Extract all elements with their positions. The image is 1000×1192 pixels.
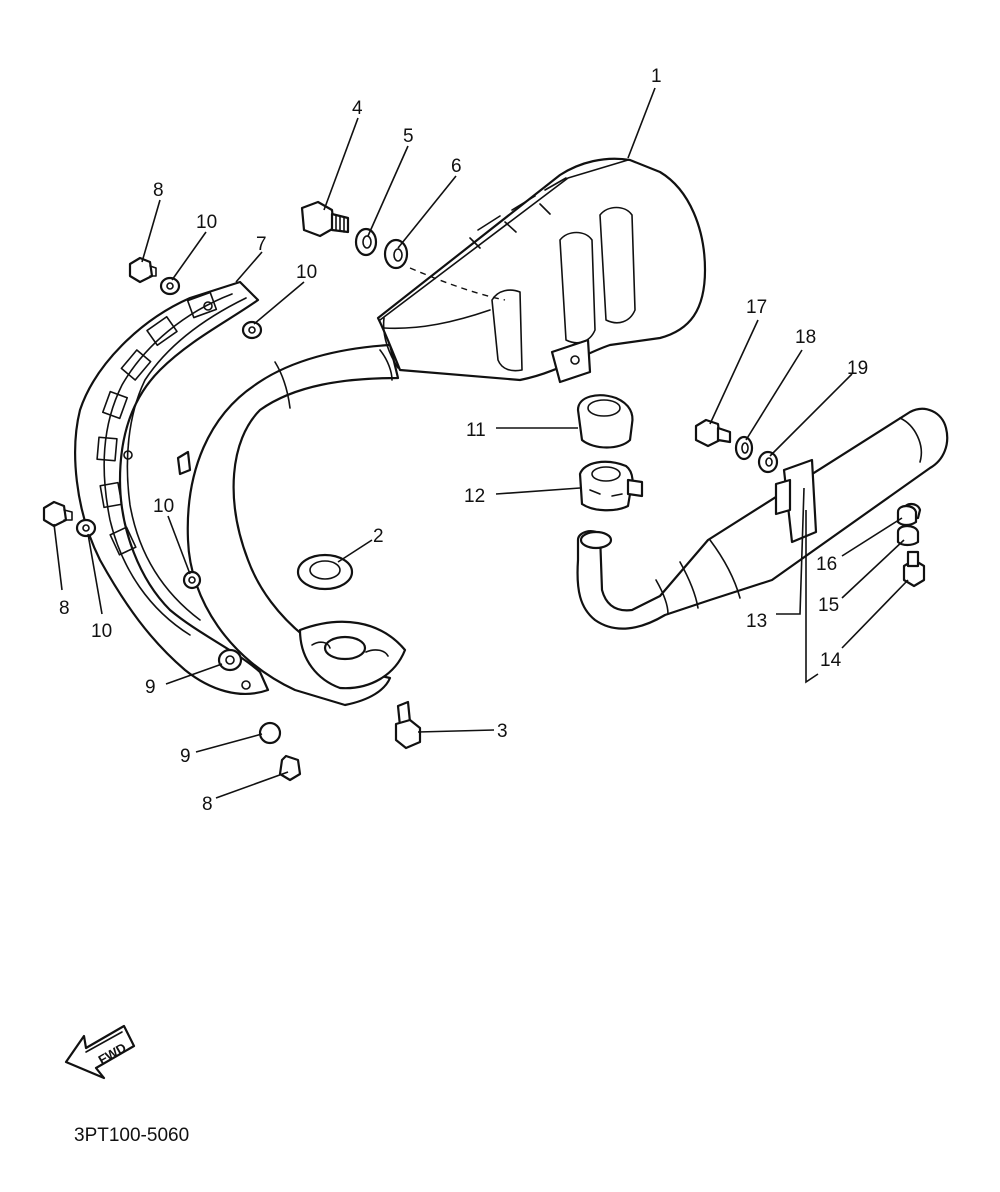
plain-washer <box>383 238 409 270</box>
callout-13: 13 <box>746 611 767 632</box>
callout-6: 6 <box>451 156 462 177</box>
callout-2: 2 <box>373 526 384 547</box>
callout-8-top: 8 <box>153 180 164 201</box>
callout-19: 19 <box>847 358 868 379</box>
screw-8-top <box>128 256 157 284</box>
callout-10-right: 10 <box>296 262 317 283</box>
callout-10-middle: 10 <box>153 496 174 517</box>
leader-lines <box>53 87 909 799</box>
rear-bolt <box>694 418 732 448</box>
damper-16 <box>896 504 918 527</box>
callout-numbers: 1 2 3 4 5 6 7 8 8 8 9 9 10 10 10 10 11 1… <box>59 66 868 815</box>
callout-8-left: 8 <box>59 598 70 619</box>
callout-7: 7 <box>256 234 267 255</box>
washer-10-top <box>159 276 181 296</box>
callout-9-lower: 9 <box>180 746 191 767</box>
heat-protector <box>74 280 270 695</box>
exhaust-pipe <box>176 343 407 707</box>
diagram-code: 3PT100-5060 <box>74 1125 189 1146</box>
callout-12: 12 <box>464 486 485 507</box>
callout-15: 15 <box>818 595 839 616</box>
bolt-14 <box>902 550 926 588</box>
muffler <box>376 157 707 384</box>
gasket <box>296 553 354 591</box>
screw-8-left <box>42 500 73 528</box>
callout-11: 11 <box>466 420 486 441</box>
flange-bolt <box>394 700 422 750</box>
callout-8-bottom: 8 <box>202 794 213 815</box>
callout-10-top: 10 <box>196 212 217 233</box>
washer-10-left <box>75 518 97 538</box>
muffler-bolt <box>300 200 350 238</box>
callout-9-upper: 9 <box>145 677 156 698</box>
washer-10-middle <box>182 570 202 590</box>
callout-17: 17 <box>746 297 767 318</box>
spring-washer <box>354 227 378 257</box>
collar-9-lower <box>258 721 282 745</box>
callout-14: 14 <box>820 650 842 671</box>
callout-10-left: 10 <box>91 621 112 642</box>
collar-9-upper <box>217 648 243 672</box>
rear-spring-washer <box>734 435 754 461</box>
washer-10-right <box>241 320 263 340</box>
pipe-clamp <box>578 460 644 512</box>
rear-muffler <box>576 407 949 630</box>
callout-3: 3 <box>497 721 508 742</box>
callout-4: 4 <box>352 98 363 119</box>
joint-gasket <box>576 394 634 449</box>
callout-18: 18 <box>795 327 816 348</box>
screw-8-bottom <box>278 754 302 782</box>
callout-16: 16 <box>816 554 837 575</box>
rear-plain-washer <box>757 450 779 474</box>
callout-1: 1 <box>651 66 662 87</box>
callout-5: 5 <box>403 126 414 147</box>
forward-arrow-icon: FWD <box>64 1024 136 1080</box>
